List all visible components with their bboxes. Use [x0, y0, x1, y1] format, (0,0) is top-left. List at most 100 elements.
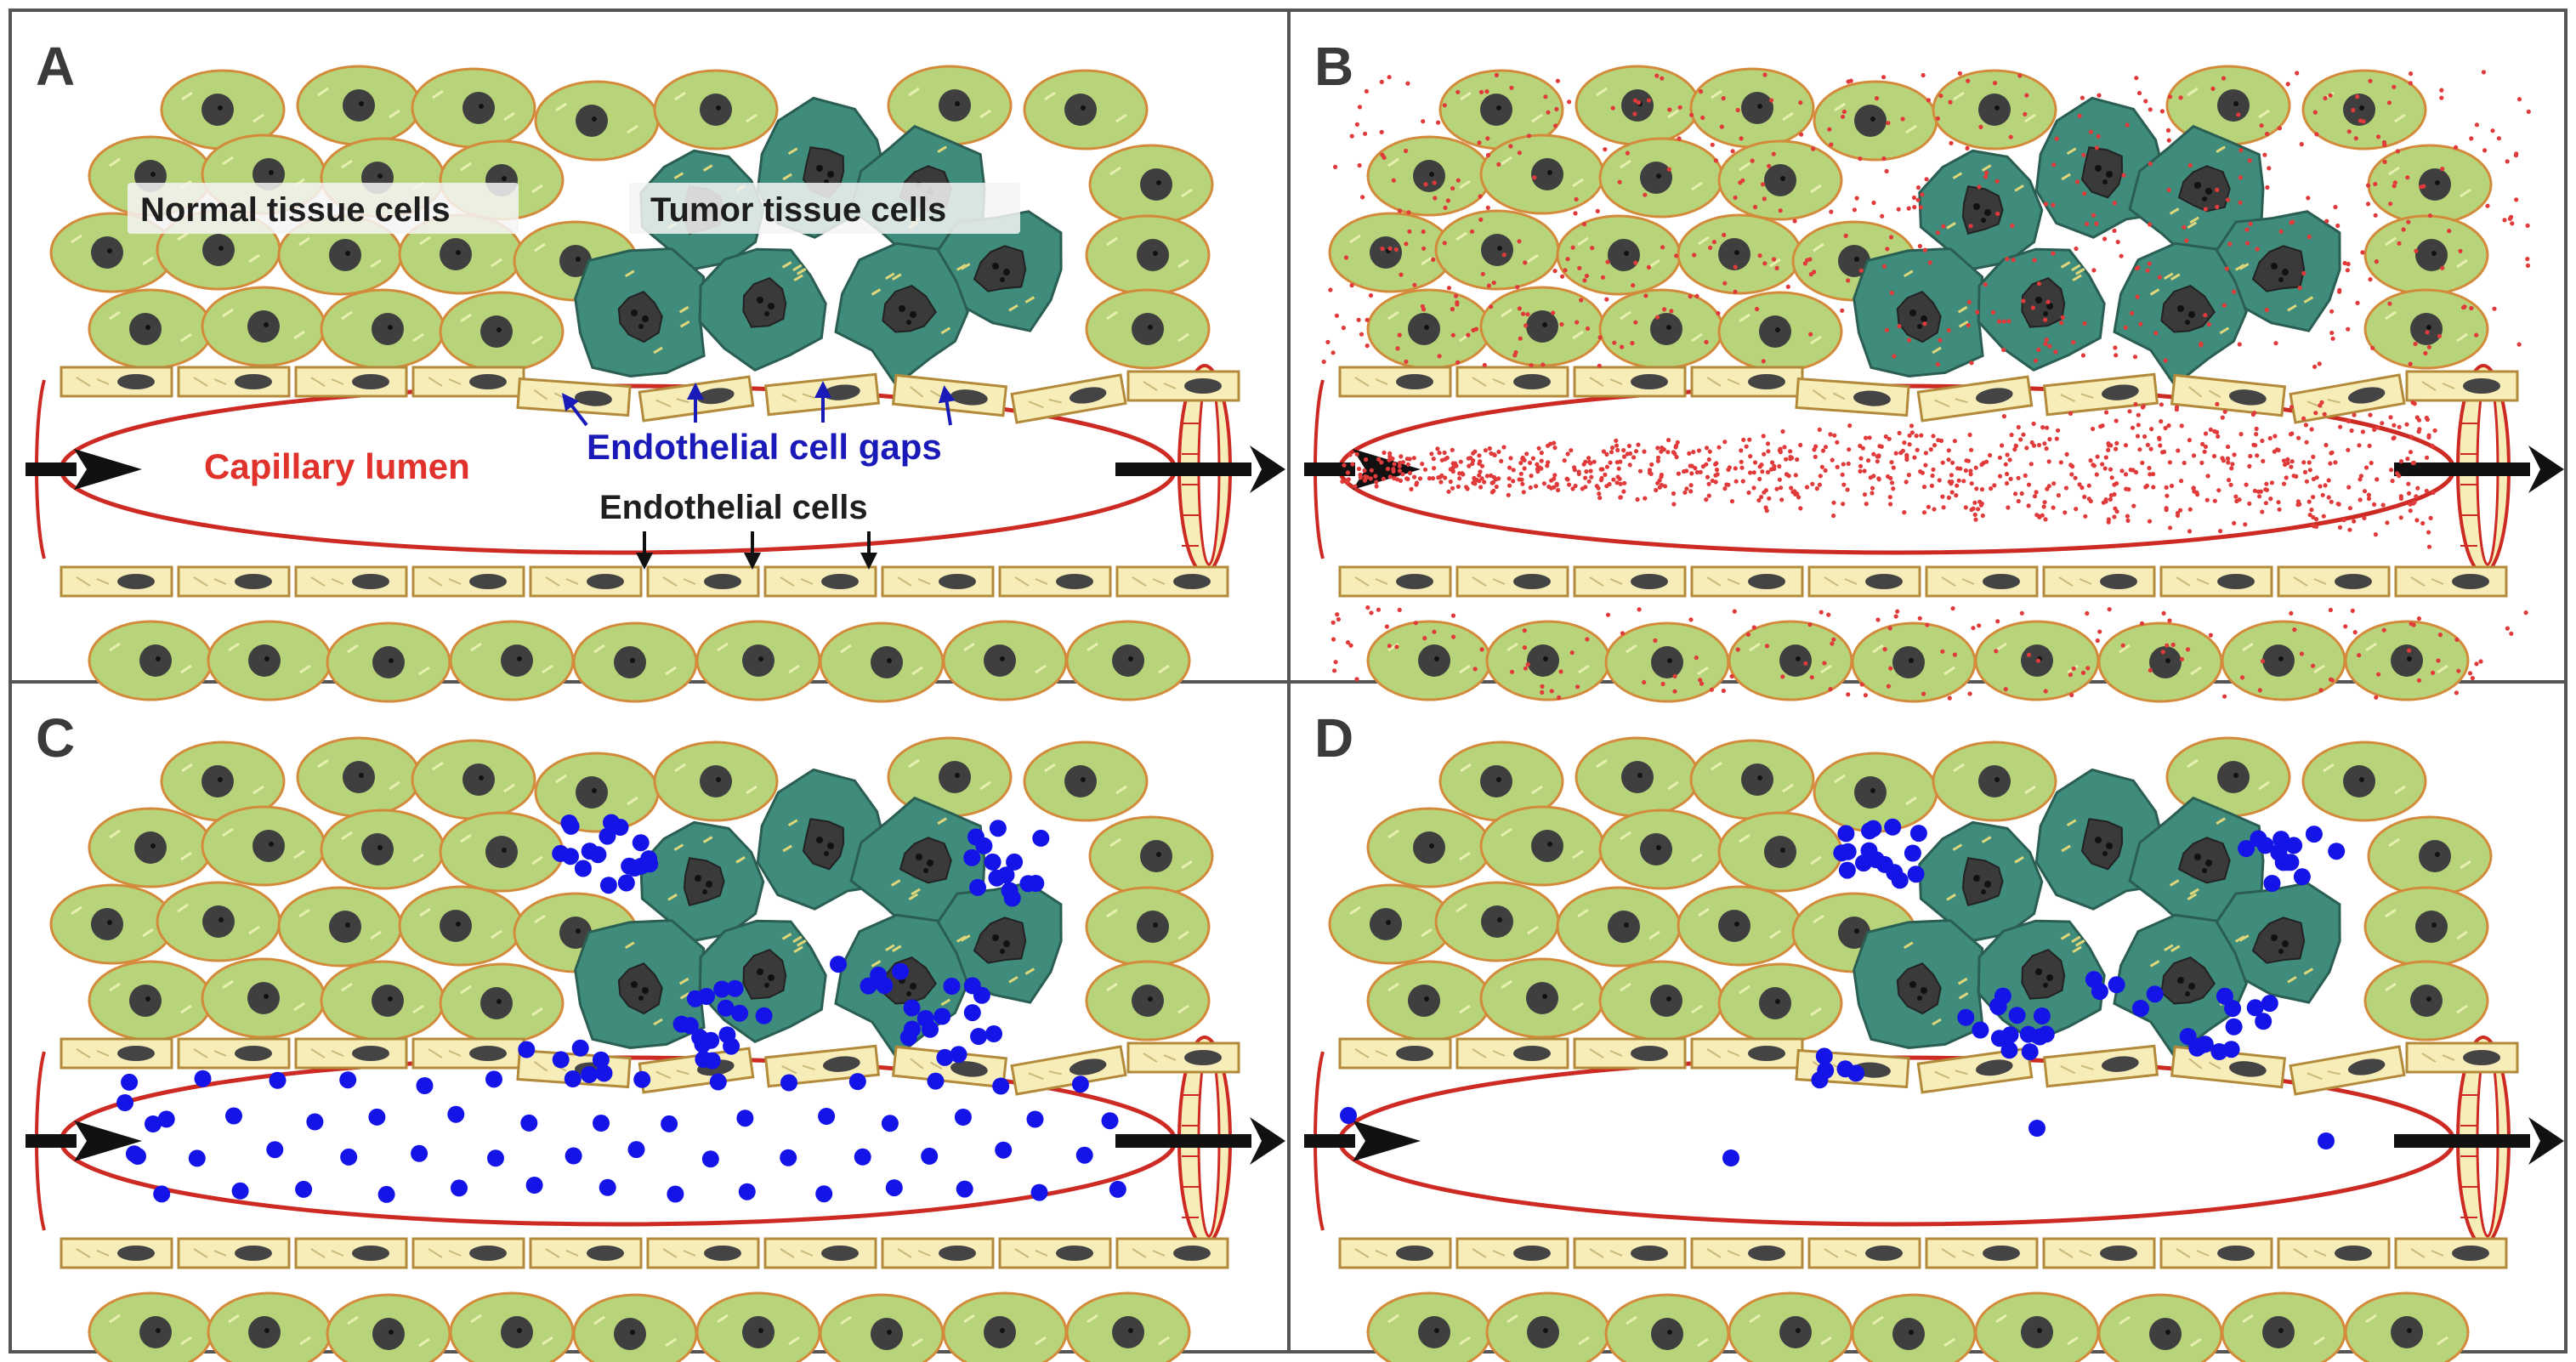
normal-tissue-cell — [1974, 1291, 2100, 1362]
endothelial-cell — [1338, 1037, 1452, 1070]
endothelial-cell — [646, 1237, 760, 1269]
normal-tissue-cell — [1728, 620, 1853, 701]
normal-tissue-cell — [819, 621, 945, 703]
normal-tissue-cell — [1598, 288, 1724, 370]
panel-c — [26, 736, 1285, 1362]
endothelial-cell — [177, 366, 291, 398]
normal-tissue-cell — [1813, 80, 1938, 162]
capillary-lumen-label: Capillary lumen — [204, 446, 470, 486]
tumor-tissue-cell — [1977, 247, 2106, 372]
normal-tissue-cell — [1328, 883, 1454, 965]
normal-tissue-cell — [88, 620, 213, 701]
endothelial-cell — [1115, 565, 1229, 598]
normal-tissue-cell — [398, 885, 524, 967]
normal-tissue-cell — [2363, 886, 2489, 968]
panel-a-labels: Normal tissue cells Tumor tissue cells C… — [128, 183, 1020, 570]
normal-tissue-cell — [2301, 69, 2427, 150]
tumor-tissue-cell — [935, 210, 1063, 332]
endothelial-cell — [646, 565, 760, 598]
endothelial-cell — [1916, 1047, 2034, 1094]
tumor-tissue-cell — [834, 241, 969, 388]
tumor-tissue-cell — [935, 882, 1063, 1004]
tumor-tissue-cell — [574, 919, 706, 1050]
normal-tissue-cell — [1813, 752, 1938, 833]
endothelial-cell — [1455, 366, 1569, 398]
normal-tissue-cell — [88, 807, 213, 888]
endothelial-cells-label: Endothelial cells — [599, 489, 868, 526]
normal-tissue-cell — [320, 809, 445, 890]
normal-tissue-cell — [88, 288, 213, 370]
normal-tissue-cell — [1065, 620, 1191, 701]
normal-tissue-cell — [1434, 209, 1560, 291]
panel-b — [1304, 65, 2564, 703]
normal-tissue-cell — [88, 960, 213, 1041]
endothelial-cell — [1010, 1045, 1127, 1096]
normal-tissue-cell — [2363, 214, 2489, 296]
normal-tissue-cell — [88, 1291, 213, 1362]
normal-tissue-cell — [653, 741, 779, 822]
panel-letter-d: D — [1314, 707, 1353, 769]
panel-letter-b: B — [1314, 36, 1353, 97]
normal-tissue-cell — [1556, 214, 1682, 296]
endothelial-cell — [2289, 1045, 2406, 1096]
small-particles — [1321, 70, 2531, 701]
normal-tissue-cell — [1689, 739, 1815, 820]
normal-tissue-cell — [1851, 621, 1977, 703]
normal-tissue-cell — [1479, 957, 1605, 1039]
normal-tissue-cell — [326, 1293, 451, 1362]
endothelial-cell — [60, 565, 173, 598]
endothelial-cell — [891, 1045, 1008, 1089]
endothelial-cell — [411, 1037, 525, 1070]
normal-tissue-cell — [1065, 1291, 1191, 1362]
normal-tissue-label-bg — [128, 183, 519, 234]
endothelial-cell — [2277, 565, 2391, 598]
normal-tissue-cell — [1689, 67, 1815, 149]
normal-tissue-cell — [439, 962, 565, 1044]
normal-tissue-cell — [1851, 1293, 1977, 1362]
endothelial-cell — [177, 1037, 291, 1070]
endothelial-cell — [1010, 373, 1127, 424]
normal-tissue-cell — [1434, 881, 1560, 962]
normal-tissue-cell — [1479, 286, 1605, 367]
endothelial-cell — [763, 1237, 877, 1269]
endothelial-cell — [1690, 1237, 1804, 1269]
normal-tissue-cell — [1598, 809, 1724, 890]
normal-tissue-cell — [1366, 135, 1492, 217]
normal-tissue-cell — [1023, 69, 1149, 150]
normal-tissue-cell — [49, 883, 175, 965]
endothelial-gaps-label: Endothelial cell gaps — [587, 427, 942, 467]
normal-tissue-cell — [2165, 65, 2291, 146]
capillary-vessel — [1314, 364, 2511, 575]
normal-tissue-cell — [819, 1293, 945, 1362]
endothelial-cell — [177, 1237, 291, 1269]
endothelial-cell — [2042, 1044, 2159, 1088]
endothelial-cell — [1573, 366, 1687, 398]
normal-tissue-cell — [1717, 291, 1843, 372]
endothelial-cell — [1338, 1237, 1452, 1269]
endothelial-cell — [1690, 565, 1804, 598]
normal-tissue-cell — [2363, 288, 2489, 370]
tumor-tissue-cell — [2214, 882, 2341, 1004]
endothelial-cell — [529, 1237, 643, 1269]
endothelial-cell — [998, 565, 1112, 598]
endothelial-cell — [1338, 565, 1452, 598]
panel-d — [1304, 736, 2564, 1362]
normal-tissue-cell — [398, 213, 524, 295]
normal-tissue-cell — [942, 620, 1068, 701]
endothelial-cell — [60, 1237, 173, 1269]
endothelial-cell — [1455, 1037, 1569, 1070]
normal-tissue-cell — [1438, 741, 1564, 822]
normal-tissue-cell — [1932, 69, 2057, 150]
normal-tissue-cell — [207, 1291, 332, 1362]
endothelial-cell — [1126, 1041, 1240, 1074]
endothelial-cell — [2159, 565, 2273, 598]
endothelial-cell — [1573, 1237, 1687, 1269]
endothelial-cell — [294, 565, 408, 598]
normal-tissue-cell — [439, 811, 565, 893]
normal-tissue-cell — [1328, 212, 1454, 293]
endothelial-cell — [1573, 565, 1687, 598]
normal-tissue-cell — [534, 752, 660, 833]
normal-tissue-cell — [1479, 805, 1605, 887]
endothelial-cell — [1455, 1237, 1569, 1269]
